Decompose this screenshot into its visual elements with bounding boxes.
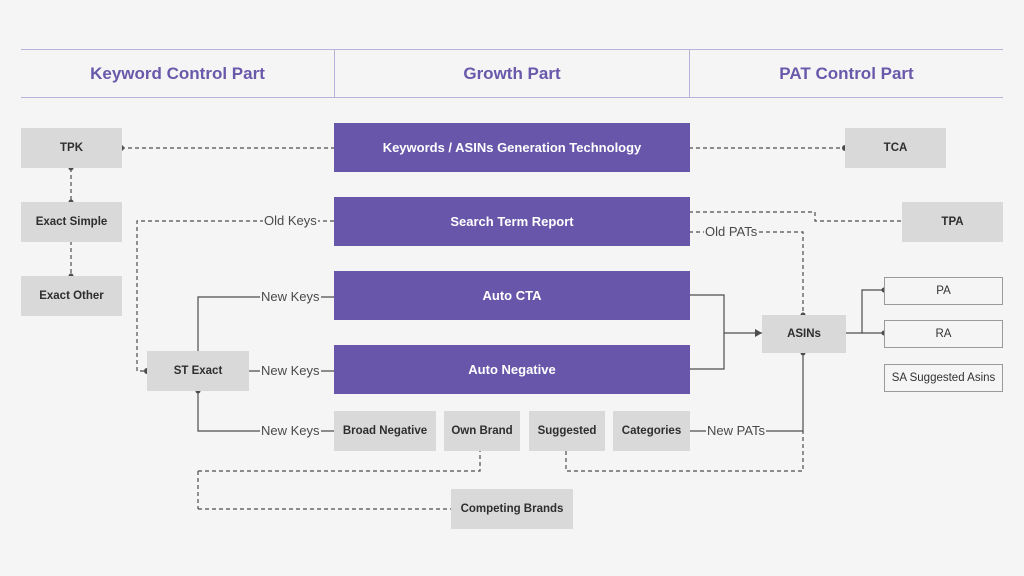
- edge-label-old-pats: Old PATs: [704, 224, 759, 240]
- edge-label-new-pats: New PATs: [706, 423, 767, 439]
- node-pa: PA: [884, 277, 1003, 305]
- header-growth: Growth Part: [463, 64, 561, 83]
- edge-label-old-keys: Old Keys: [263, 213, 318, 229]
- node-ra: RA: [884, 320, 1003, 348]
- node-broad-negative: Broad Negative: [334, 411, 436, 451]
- edge-categories-asins: [689, 353, 804, 432]
- edge-asins-pa: [846, 289, 884, 334]
- node-categories: Categories: [613, 411, 690, 451]
- node-auto-negative: Auto Negative: [334, 345, 690, 394]
- edge-auto-cta-asins: [689, 294, 762, 334]
- edge-own-brand-link: [198, 451, 481, 472]
- header-bottom-rule: [21, 97, 1003, 98]
- node-tca: TCA: [845, 128, 946, 168]
- edge-str-asins: [689, 231, 804, 315]
- node-suggested: Suggested: [529, 411, 605, 451]
- edge-st-exact-auto-cta: [197, 296, 334, 351]
- edge-label-new-keys: New Keys: [260, 289, 321, 305]
- header-pat-control: PAT Control Part: [779, 64, 914, 83]
- header-divider: [334, 49, 335, 98]
- edge-str-st-exact: [136, 220, 334, 372]
- node-tpa: TPA: [902, 202, 1003, 242]
- node-exact-simple: Exact Simple: [21, 202, 122, 242]
- node-own-brand: Own Brand: [444, 411, 520, 451]
- node-tpk: TPK: [21, 128, 122, 168]
- edge-auto-negative-asins: [689, 333, 725, 370]
- header-divider: [689, 49, 690, 98]
- node-st-exact: ST Exact: [147, 351, 249, 391]
- node-asins: ASINs: [762, 315, 846, 353]
- header-top-rule: [21, 49, 1003, 50]
- node-sa-suggested-asins: SA Suggested Asins: [884, 364, 1003, 392]
- edge-str-tpa: [689, 211, 902, 222]
- node-auto-cta: Auto CTA: [334, 271, 690, 320]
- edge-label-new-keys: New Keys: [260, 363, 321, 379]
- node-kw-asin-generation: Keywords / ASINs Generation Technology: [334, 123, 690, 172]
- edge-label-new-keys: New Keys: [260, 423, 321, 439]
- edge-suggested-link: [565, 431, 804, 472]
- node-search-term-report: Search Term Report: [334, 197, 690, 246]
- node-competing-brands: Competing Brands: [451, 489, 573, 529]
- header-keyword-control: Keyword Control Part: [90, 64, 265, 83]
- node-exact-other: Exact Other: [21, 276, 122, 316]
